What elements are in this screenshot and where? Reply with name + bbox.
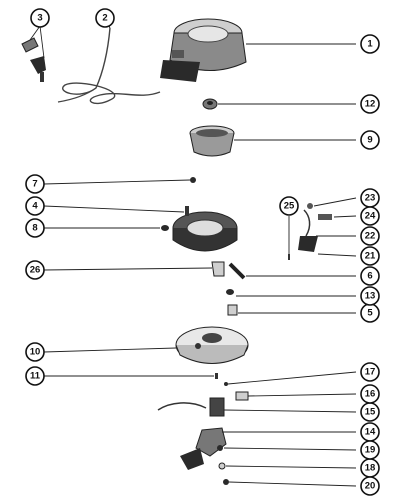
svg-text:8: 8 bbox=[32, 223, 37, 234]
callout-3: 3 bbox=[30, 8, 50, 28]
svg-text:16: 16 bbox=[365, 389, 376, 400]
callout-16: 16 bbox=[360, 384, 380, 404]
callout-18: 18 bbox=[360, 458, 380, 478]
callout-15: 15 bbox=[360, 402, 380, 422]
callout-7: 7 bbox=[25, 174, 45, 194]
svg-text:10: 10 bbox=[30, 347, 41, 358]
callout-8: 8 bbox=[25, 218, 45, 238]
washer-part bbox=[161, 225, 169, 231]
svg-text:20: 20 bbox=[365, 481, 376, 492]
svg-text:14: 14 bbox=[365, 427, 376, 438]
svg-text:18: 18 bbox=[365, 463, 376, 474]
callout-17: 17 bbox=[360, 362, 380, 382]
callout-26: 26 bbox=[25, 260, 45, 280]
svg-text:23: 23 bbox=[365, 193, 376, 204]
callout-23: 23 bbox=[360, 188, 380, 208]
svg-text:9: 9 bbox=[367, 135, 372, 146]
svg-text:6: 6 bbox=[367, 271, 372, 282]
svg-text:4: 4 bbox=[32, 201, 38, 212]
svg-text:25: 25 bbox=[284, 201, 295, 212]
callout-10: 10 bbox=[25, 342, 45, 362]
callout-1: 1 bbox=[360, 34, 380, 54]
callout-22: 22 bbox=[360, 226, 380, 246]
callout-14: 14 bbox=[360, 422, 380, 442]
callout-5: 5 bbox=[360, 303, 380, 323]
callout-12: 12 bbox=[360, 94, 380, 114]
callout-24: 24 bbox=[360, 206, 380, 226]
starter-handle-part bbox=[21, 37, 46, 82]
screw-part bbox=[228, 262, 246, 280]
callout-25: 25 bbox=[279, 196, 299, 216]
svg-text:5: 5 bbox=[367, 308, 373, 319]
svg-text:26: 26 bbox=[30, 265, 41, 276]
svg-text:2: 2 bbox=[102, 13, 107, 24]
callout-19: 19 bbox=[360, 440, 380, 460]
svg-text:21: 21 bbox=[365, 251, 376, 262]
starter-rope-part bbox=[57, 27, 161, 104]
callout-6: 6 bbox=[360, 266, 380, 286]
callout-11: 11 bbox=[25, 366, 45, 386]
leader-lines bbox=[29, 17, 357, 487]
callout-21: 21 bbox=[360, 246, 380, 266]
svg-text:22: 22 bbox=[365, 231, 376, 242]
pin-part bbox=[215, 373, 218, 379]
nut-part bbox=[202, 98, 218, 110]
svg-text:3: 3 bbox=[37, 13, 42, 24]
svg-text:1: 1 bbox=[367, 39, 373, 50]
spacer-part bbox=[226, 289, 234, 295]
switch-assembly-part bbox=[157, 382, 249, 485]
base-plate-part bbox=[175, 326, 249, 364]
clip-part bbox=[227, 304, 238, 316]
callout-4: 4 bbox=[25, 196, 45, 216]
callout-20: 20 bbox=[360, 476, 380, 496]
cup-part bbox=[189, 125, 235, 157]
svg-text:19: 19 bbox=[365, 445, 376, 456]
callout-2: 2 bbox=[95, 8, 115, 28]
svg-text:24: 24 bbox=[365, 211, 376, 222]
svg-text:11: 11 bbox=[30, 371, 41, 382]
svg-text:17: 17 bbox=[365, 367, 376, 378]
stator-coil-part bbox=[172, 206, 238, 252]
svg-text:7: 7 bbox=[32, 179, 37, 190]
bracket-part bbox=[211, 261, 225, 277]
callout-13: 13 bbox=[360, 286, 380, 306]
svg-text:15: 15 bbox=[365, 407, 376, 418]
small-nut-part bbox=[190, 177, 196, 183]
starter-housing-part bbox=[160, 18, 247, 82]
callout-9: 9 bbox=[360, 130, 380, 150]
side-assembly-part bbox=[288, 203, 332, 260]
svg-text:12: 12 bbox=[365, 99, 376, 110]
svg-text:13: 13 bbox=[365, 291, 376, 302]
